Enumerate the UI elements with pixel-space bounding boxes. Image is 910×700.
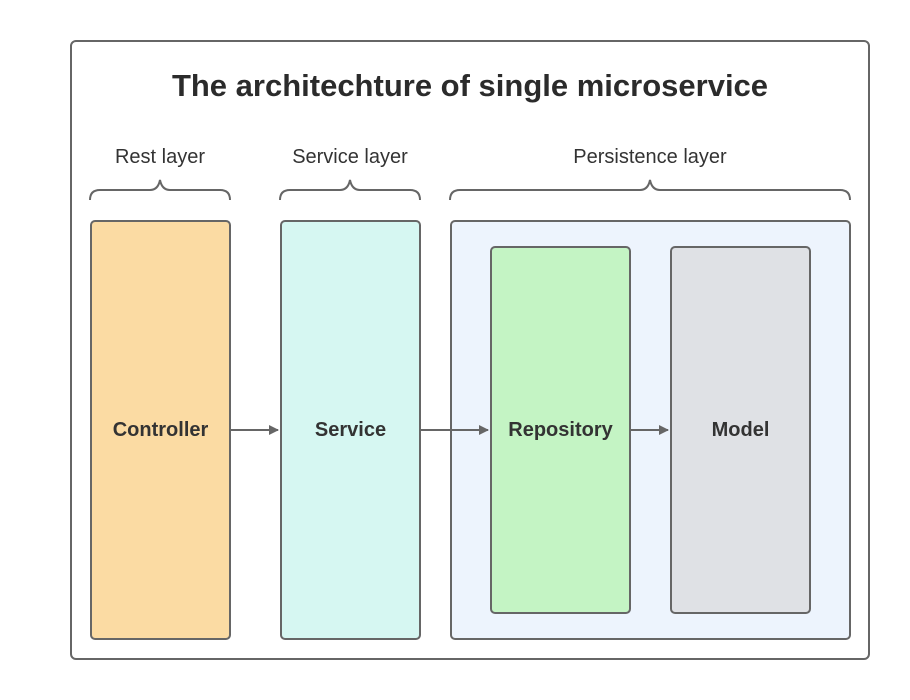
repository-block: Repository [490,246,631,614]
service-block: Service [280,220,421,640]
persistence-layer-brace [449,179,851,201]
rest-layer-brace [89,179,231,201]
controller-block: Controller [90,220,231,640]
persistence-layer-label: Persistence layer [573,146,727,168]
service-layer-label: Service layer [292,146,408,168]
service-layer-brace [279,179,421,201]
diagram-title: The architechture of single microservice [171,68,769,103]
model-block: Model [670,246,811,614]
rest-layer-label: Rest layer [114,146,206,168]
